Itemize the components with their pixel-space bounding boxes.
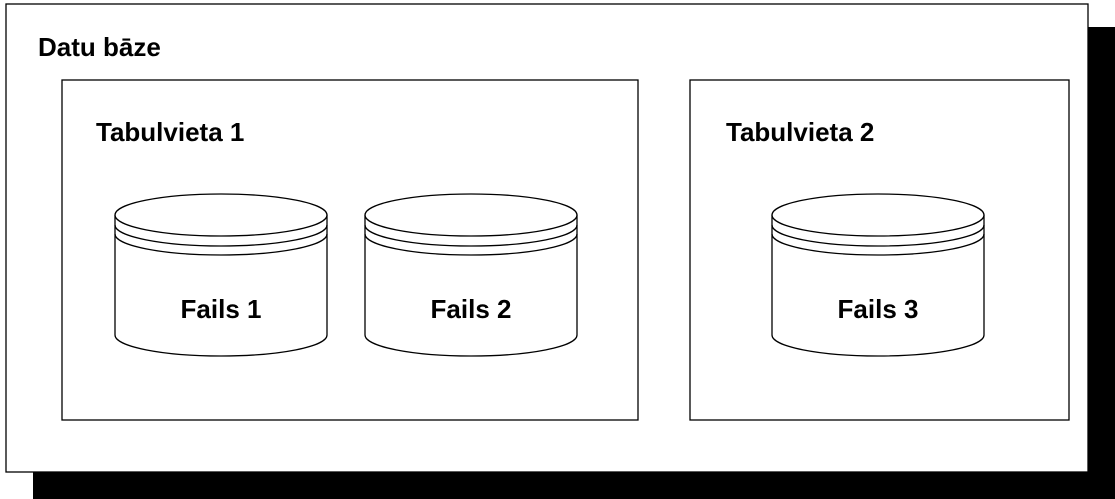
file-1-label: Fails 1 — [181, 294, 262, 324]
database-label: Datu bāze — [38, 32, 161, 62]
file-1-cylinder: Fails 1 — [114, 193, 328, 357]
file-3-cylinder: Fails 3 — [771, 193, 985, 357]
file-3-label: Fails 3 — [838, 294, 919, 324]
file-2-cylinder: Fails 2 — [364, 193, 578, 357]
file-2-label: Fails 2 — [431, 294, 512, 324]
tablespace-2: Tabulvieta 2 — [689, 79, 1070, 421]
tablespace-2-label: Tabulvieta 2 — [726, 117, 874, 147]
tablespace-1-label: Tabulvieta 1 — [96, 117, 244, 147]
